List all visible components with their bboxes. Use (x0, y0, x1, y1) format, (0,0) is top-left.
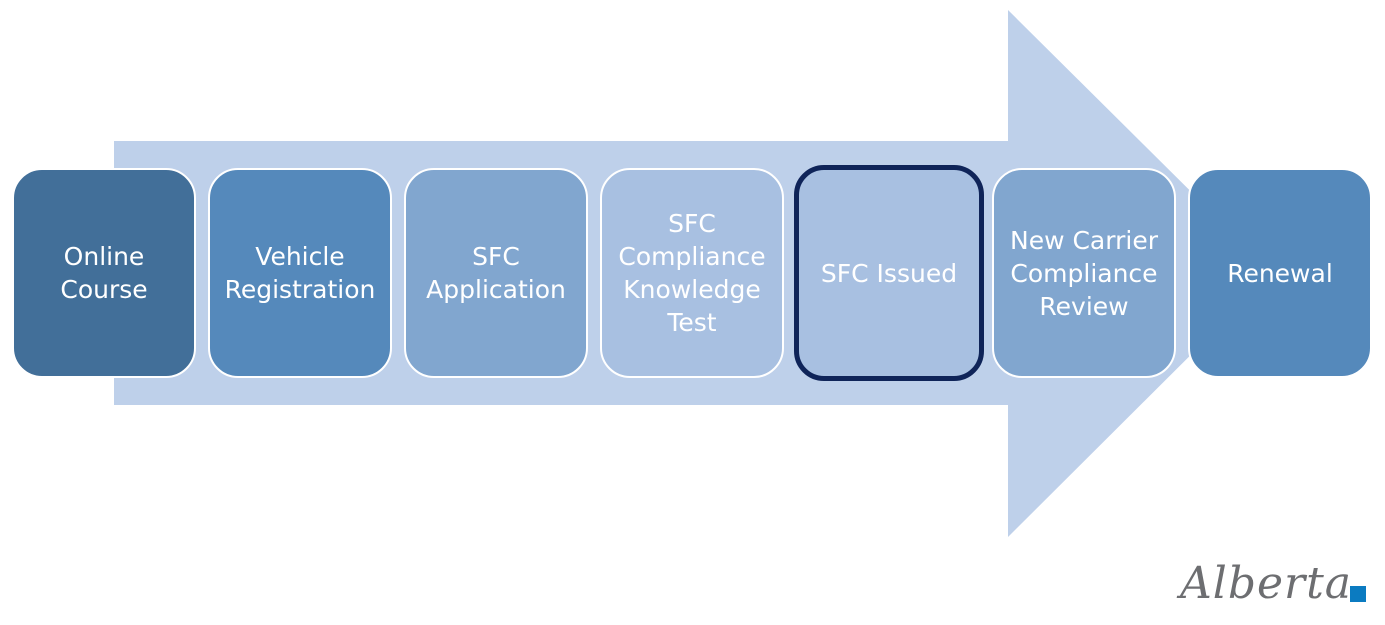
step-vehicle-registration-label: Vehicle Registration (224, 242, 376, 304)
step-new-carrier-compliance-review-label: New Carrier Compliance Review (1010, 225, 1158, 321)
step-sfc-application-label: SFC Application (426, 242, 566, 304)
step-new-carrier-compliance-review: New Carrier Compliance Review (992, 168, 1176, 378)
step-sfc-application: SFC Application (404, 168, 588, 378)
step-online-course: Online Course (12, 168, 196, 378)
step-sfc-compliance-knowledge-test: SFC Compliance Knowledge Test (600, 168, 784, 378)
step-sfc-issued-label: SFC Issued (820, 258, 958, 288)
alberta-logo-text: Alberta (1180, 558, 1352, 609)
step-sfc-issued: SFC Issued (794, 165, 984, 381)
step-online-course-label: Online Course (60, 242, 148, 304)
step-sfc-compliance-knowledge-test-label: SFC Compliance Knowledge Test (618, 209, 766, 337)
step-renewal-label: Renewal (1227, 258, 1333, 288)
step-vehicle-registration: Vehicle Registration (208, 168, 392, 378)
alberta-logo: Alberta (1180, 558, 1370, 618)
step-renewal: Renewal (1188, 168, 1372, 378)
alberta-logo-mark-icon (1350, 586, 1366, 602)
